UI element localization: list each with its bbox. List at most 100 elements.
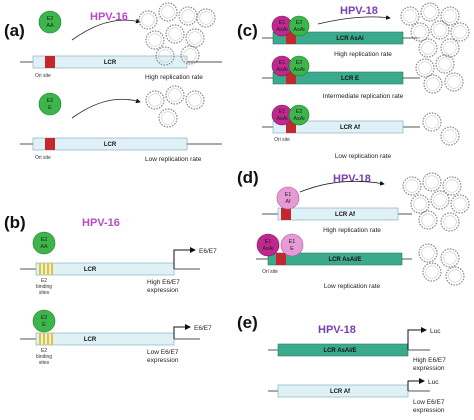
lcr-label: LCR AsAi/E xyxy=(323,348,356,354)
e1-name: E1 xyxy=(289,239,296,245)
outcome-label: High E6/E7 xyxy=(413,357,446,364)
gene-label: E6/E7 xyxy=(199,248,217,255)
e2-name: E2 xyxy=(41,315,48,321)
e2-variant: AsAi xyxy=(293,116,304,122)
e2-variant: AsAi xyxy=(293,27,304,33)
e1-variant: AsAi xyxy=(276,67,287,73)
e1-name: E1 xyxy=(265,239,272,245)
ori-site-label: Ori site xyxy=(35,73,51,79)
lcr-label: LCR AsAi xyxy=(336,36,364,42)
e1-protein-icon xyxy=(280,233,304,257)
e2-protein-icon xyxy=(288,104,310,126)
lcr-label: LCR Af xyxy=(340,125,361,131)
panel-b: (b) HPV-16 E2 AA LCR E2 binding sites E6… xyxy=(4,213,217,366)
ori-site-label: Ori site xyxy=(274,137,290,143)
e2-protein-icon xyxy=(32,309,56,333)
e1-protein-icon xyxy=(256,233,280,257)
panel-a-top-row: E2 AA LCR Ori site High replication rate xyxy=(20,2,222,81)
lcr-box xyxy=(35,262,175,276)
gene-label: Luc xyxy=(430,328,441,335)
panel-d-label: (d) xyxy=(237,168,259,187)
outcome-label: High replication rate xyxy=(323,227,381,234)
e1-name: E1 xyxy=(285,192,292,198)
e1-variant: Af xyxy=(285,199,291,205)
lcr-label: LCR Af xyxy=(330,389,351,395)
ori-site xyxy=(286,72,296,84)
panel-d: (d) HPV-18 E1 Af LCR Af High replication… xyxy=(237,168,470,290)
e2-variant: E xyxy=(42,322,46,328)
e1-protein-icon xyxy=(276,186,300,210)
panel-b-top-row: E2 AA LCR E2 binding sites E6/E7 High E6… xyxy=(20,231,217,296)
e2-name: E2 xyxy=(296,109,303,115)
panel-d-title: HPV-18 xyxy=(333,173,371,185)
e1-name: E1 xyxy=(279,20,286,26)
panel-b-title: HPV-16 xyxy=(82,217,120,229)
e2-protein-icon xyxy=(32,231,56,255)
panel-e-label: (e) xyxy=(237,313,258,332)
binding-sites-label: E2 xyxy=(41,348,47,354)
ori-site xyxy=(45,138,55,150)
outcome-label: High replication rate xyxy=(145,74,203,81)
e1-variant: AsAi xyxy=(276,116,287,122)
virion-cluster xyxy=(400,2,470,58)
outcome-label: Intermediate replication rate xyxy=(323,93,404,100)
e2-name: E2 xyxy=(296,60,303,66)
virion-cluster xyxy=(415,54,464,94)
lcr-label: LCR xyxy=(84,267,97,273)
panel-a-bottom-row: E2 E LCR Ori site Low replication rate xyxy=(20,85,222,163)
panel-b-label: (b) xyxy=(4,213,26,232)
lcr-label: LCR AsAi/E xyxy=(328,257,361,263)
binding-sites-label: binding xyxy=(36,354,52,360)
gene-label: Luc xyxy=(428,379,439,386)
lcr-label: LCR xyxy=(104,142,117,148)
e1-name: E1 xyxy=(279,60,286,66)
gene-label: E6/E7 xyxy=(194,325,212,332)
ori-site xyxy=(45,56,55,68)
ori-site xyxy=(286,32,296,44)
panel-c-row-1: E1 AsAi E2 AsAi LCR AsAi High replicatio… xyxy=(262,2,470,58)
e2-binding-sites xyxy=(39,263,53,275)
panel-c-row-3: E1 AsAi E2 AsAi LCR Af Ori site Low repl… xyxy=(262,104,460,160)
outcome-label: Low E6/E7 xyxy=(413,399,445,406)
virion-cluster xyxy=(402,172,470,232)
panel-e-title: HPV-18 xyxy=(318,324,356,336)
lcr-label: LCR Af xyxy=(335,212,356,218)
e1-variant: E xyxy=(290,246,294,252)
lcr-box xyxy=(32,137,188,151)
replication-arrow xyxy=(71,98,141,119)
e2-protein-icon xyxy=(38,10,62,34)
outcome-label: expression xyxy=(147,287,179,294)
e2-protein-icon xyxy=(288,55,310,77)
panel-e-top-row: LCR AsAi/E Luc High E6/E7 expression xyxy=(268,327,446,372)
e2-variant: AA xyxy=(40,244,48,250)
outcome-label: Low replication rate xyxy=(145,156,202,163)
outcome-label: High replication rate xyxy=(334,51,392,58)
e1-variant: AsAi xyxy=(276,27,287,33)
outcome-label: Low E6/E7 xyxy=(147,349,179,356)
expression-arrow xyxy=(173,324,191,339)
panel-a: (a) HPV-16 E2 AA LCR Ori site High repli… xyxy=(4,2,222,163)
panel-c-row-2: E1 AsAi E2 AsAi LCR E Intermediate repli… xyxy=(262,54,464,100)
panel-e-bottom-row: LCR Af Luc Low E6/E7 expression xyxy=(268,378,445,414)
e2-name: E2 xyxy=(41,237,48,243)
binding-sites-label: binding xyxy=(36,284,52,290)
virion-cluster xyxy=(418,243,465,286)
virion-cluster xyxy=(145,85,205,128)
outcome-label: Low replication rate xyxy=(335,153,392,160)
panel-e: (e) HPV-18 LCR AsAi/E Luc High E6/E7 exp… xyxy=(237,313,446,414)
e2-name: E2 xyxy=(47,16,54,22)
lcr-box xyxy=(35,332,175,346)
e2-name: E2 xyxy=(47,98,54,104)
panel-c-title: HPV-18 xyxy=(340,5,378,17)
ori-site-label: Ori site xyxy=(262,269,278,275)
ori-site-label: Ori site xyxy=(35,155,51,161)
binding-sites-label: sites xyxy=(39,360,50,366)
outcome-label: expression xyxy=(147,357,179,364)
lcr-label: LCR xyxy=(104,60,117,66)
panel-d-row-1: E1 Af LCR Af High replication rate xyxy=(262,172,470,234)
outcome-label: expression xyxy=(413,365,445,372)
panel-b-bottom-row: E2 E LCR E2 binding sites E6/E7 Low E6/E… xyxy=(20,309,212,366)
replication-arrow xyxy=(299,180,385,193)
panel-a-label: (a) xyxy=(4,21,25,40)
